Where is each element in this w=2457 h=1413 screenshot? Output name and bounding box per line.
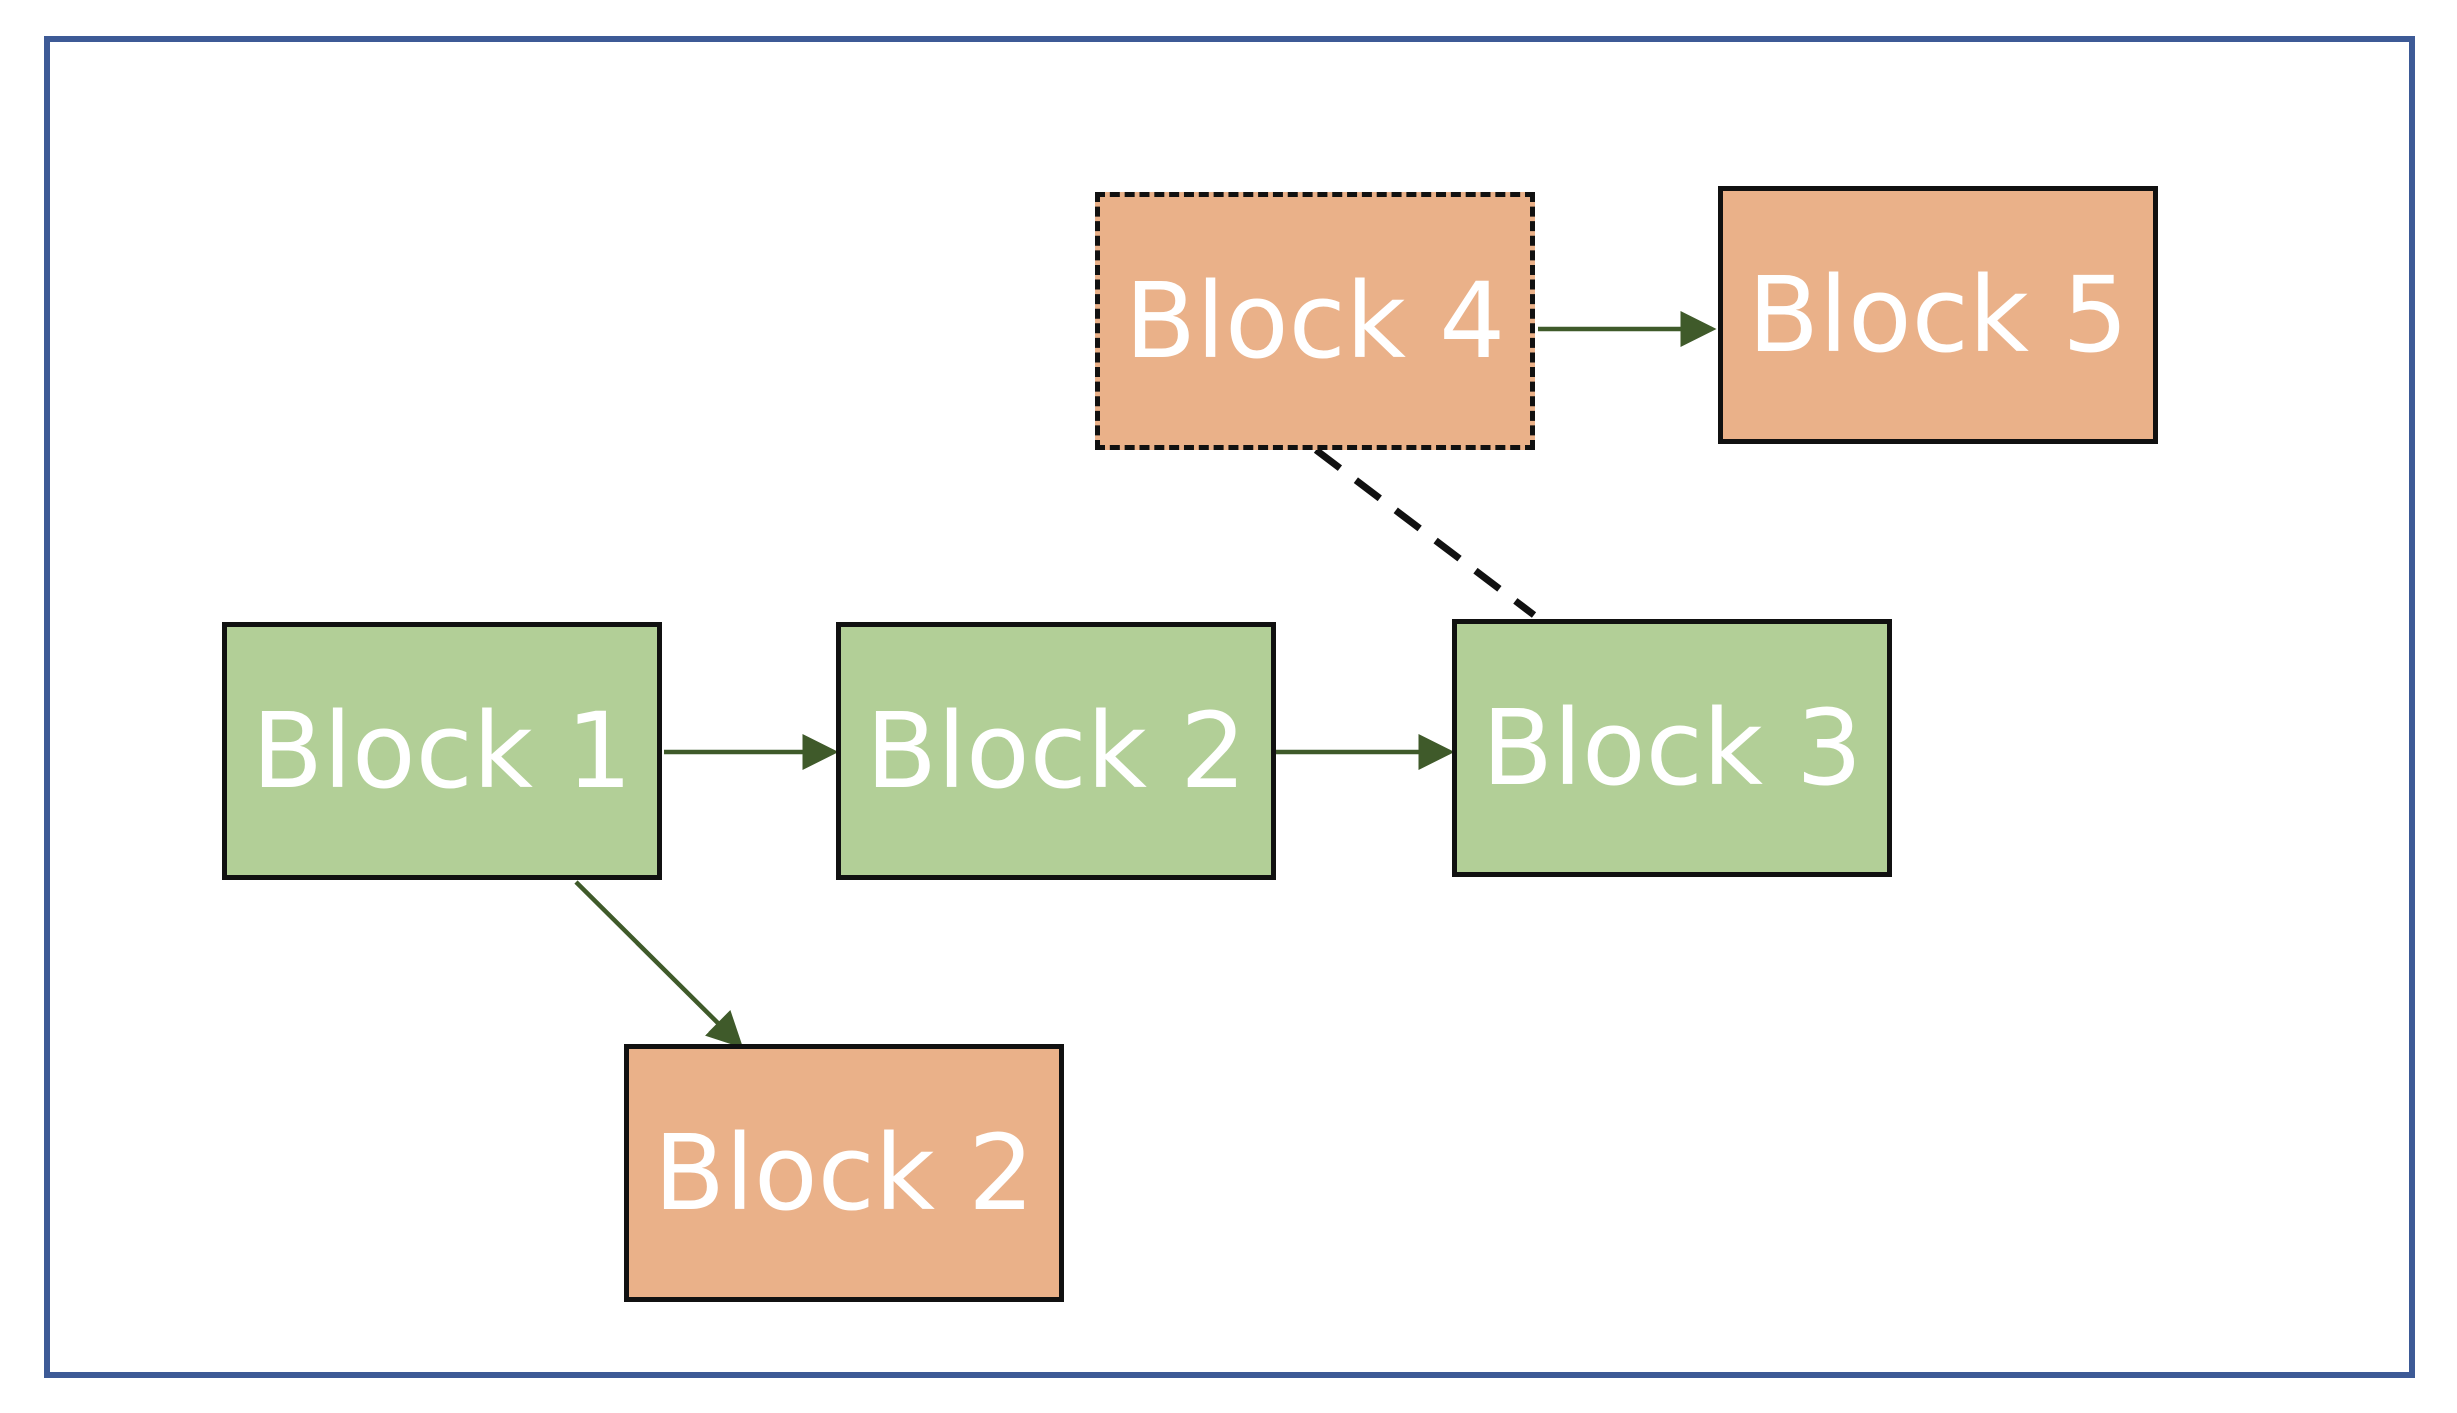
block-4-label: Block 4 [1124,260,1506,382]
block-3-label: Block 3 [1481,687,1863,809]
block-2: Block 2 [836,622,1276,880]
block-1: Block 1 [222,622,662,880]
block-2-orange-label: Block 2 [653,1112,1035,1234]
block-4: Block 4 [1095,192,1535,450]
block-2-orange: Block 2 [624,1044,1064,1302]
block-2-label: Block 2 [865,690,1247,812]
block-5-label: Block 5 [1747,254,2129,376]
block-3: Block 3 [1452,619,1892,877]
block-5: Block 5 [1718,186,2158,444]
block-1-label: Block 1 [251,690,633,812]
